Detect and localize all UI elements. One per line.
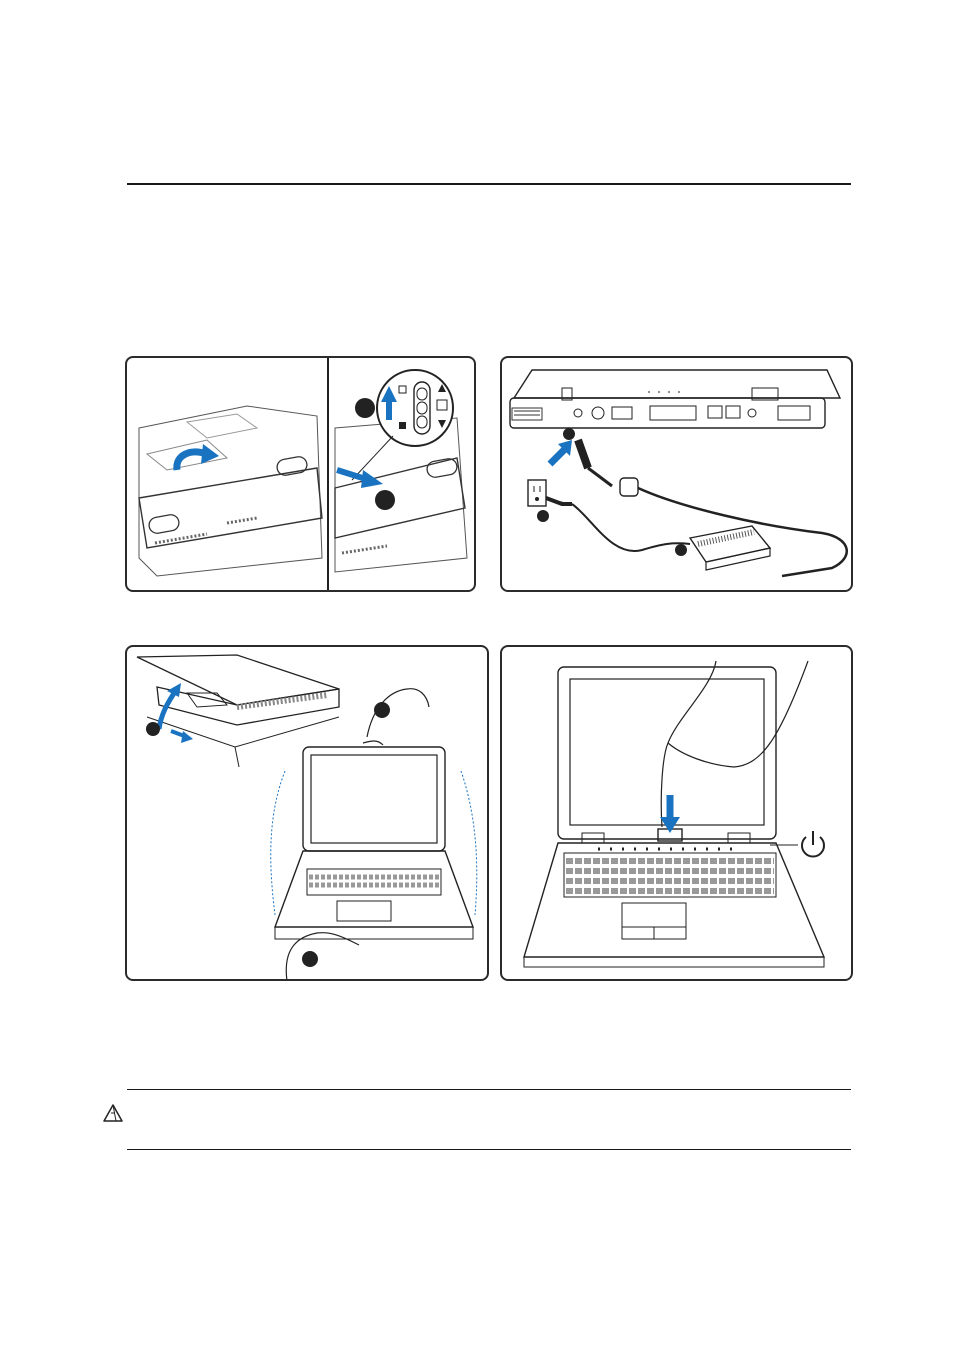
figure-connect-ac-adapter [500, 356, 853, 592]
warning-icon [103, 1103, 123, 1123]
top-rule [127, 183, 851, 185]
ac-adapter-illustration [502, 358, 853, 592]
figure-open-display [125, 645, 489, 981]
caution-top-rule [127, 1089, 851, 1090]
power-on-illustration [502, 647, 853, 981]
figure-power-on [500, 645, 853, 981]
figure-install-battery [125, 356, 476, 592]
battery-illustration [127, 358, 476, 592]
caution-bottom-rule [127, 1149, 851, 1150]
open-display-illustration [127, 647, 489, 981]
